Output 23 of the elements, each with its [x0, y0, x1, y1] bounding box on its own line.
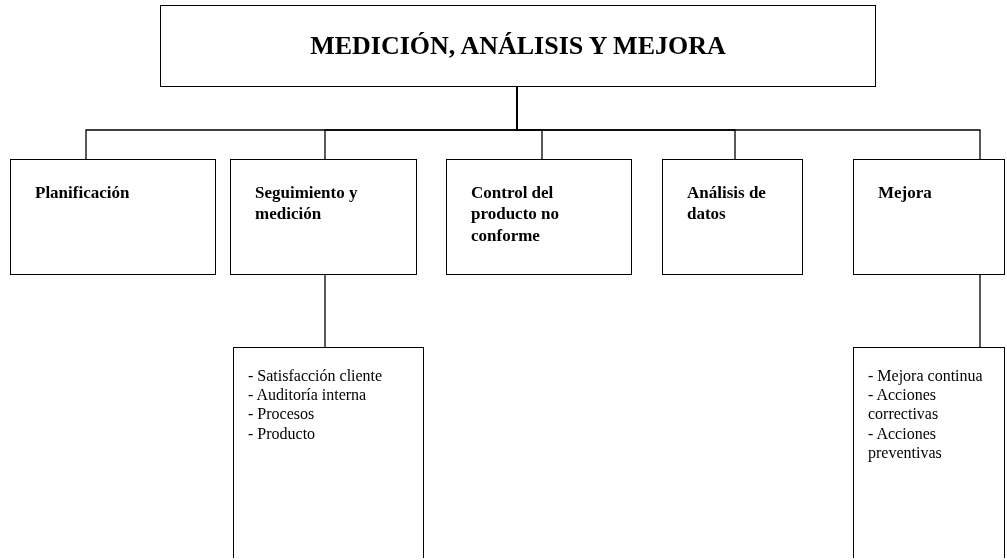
list-item: - Producto: [248, 423, 317, 443]
title-text: MEDICIÓN, ANÁLISIS Y MEJORA: [310, 29, 726, 62]
list-item: - Mejora continua: [868, 366, 984, 386]
category-box: [662, 159, 803, 275]
category-box: [230, 159, 417, 275]
list-item: - Auditoría interna: [248, 385, 368, 405]
category-label: Control del producto no conforme: [471, 182, 560, 246]
list-box: [233, 347, 424, 558]
list-box: [853, 347, 1005, 558]
connector-line: [324, 274, 326, 348]
category-label: Seguimiento y medición: [255, 182, 359, 225]
category-box: [446, 159, 632, 275]
list-item: - Acciones correctivas: [868, 385, 940, 424]
connector-line: [979, 274, 981, 348]
category-label: Mejora: [878, 182, 933, 204]
category-label: Planificación: [35, 182, 131, 204]
category-box: [853, 159, 1005, 275]
title-box: [160, 5, 876, 87]
category-label: Análisis de datos: [687, 182, 767, 225]
category-box: [10, 159, 216, 275]
list-item: - Acciones preventivas: [868, 423, 943, 462]
list-item: - Procesos: [248, 404, 316, 424]
list-item: - Satisfacción cliente: [248, 366, 384, 386]
